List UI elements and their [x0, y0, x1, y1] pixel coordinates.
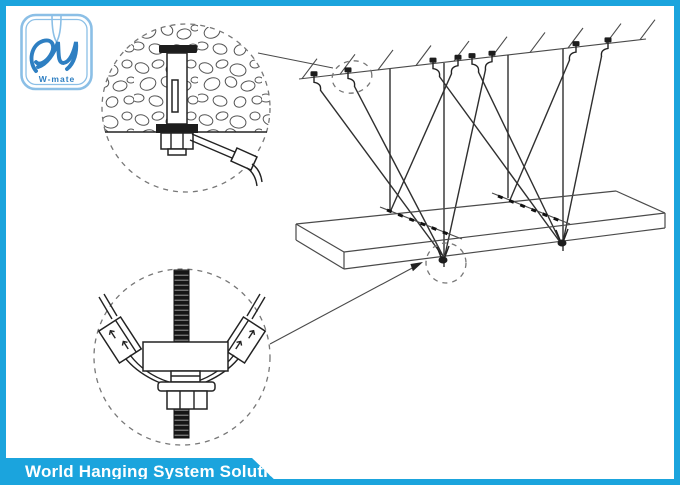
cable-gripper-body-left: [97, 315, 143, 365]
banner-text: World Hanging System Solution: [25, 461, 290, 481]
gripper-callout-circle: [425, 242, 467, 284]
anchor-callout-ellipse: [331, 60, 373, 94]
panel-gripper-detail: [93, 268, 271, 446]
logo-monogram-w: [29, 38, 79, 73]
threaded-rod: [173, 407, 190, 439]
suspended-panel: [295, 190, 666, 270]
gripper-cables: [98, 293, 266, 320]
cable-gripper-right: [555, 228, 569, 247]
detail-circle-border: [93, 268, 271, 446]
panel-mounting-tracks: [379, 192, 571, 240]
anchor-hook: [429, 57, 441, 78]
expansion-bolt: [156, 45, 198, 156]
anchor-hook: [450, 54, 462, 75]
detail-circle-border: [101, 23, 271, 193]
anchor-hook: [568, 41, 580, 61]
ceiling-line: [298, 19, 656, 80]
ceiling-anchor-detail: [101, 23, 271, 193]
anchor-hook: [600, 37, 612, 58]
anchor-gripper-arm: [189, 133, 263, 187]
cable-gripper-body-right: [221, 315, 267, 365]
anchor-hook: [310, 71, 322, 91]
banner-ribbon: World Hanging System Solution: [6, 458, 280, 479]
anchor-hook: [344, 67, 356, 88]
anchor-leader-line: [257, 52, 334, 69]
logo-brand-text: W-mate: [39, 74, 76, 84]
threaded-rod: [173, 269, 190, 345]
panel-cross-section: [142, 341, 229, 372]
gripper-leader-arrow: [269, 262, 423, 345]
anchor-hook: [484, 50, 496, 71]
hanging-system-diagram: [93, 19, 666, 446]
suspension-cables: [319, 49, 603, 267]
washer-and-nut: [157, 370, 216, 410]
ceiling-anchor-hooks: [310, 37, 612, 91]
brand-logo: W-mate: [20, 13, 93, 91]
anchor-hook: [468, 53, 480, 73]
cable-gripper-left: [436, 245, 450, 264]
